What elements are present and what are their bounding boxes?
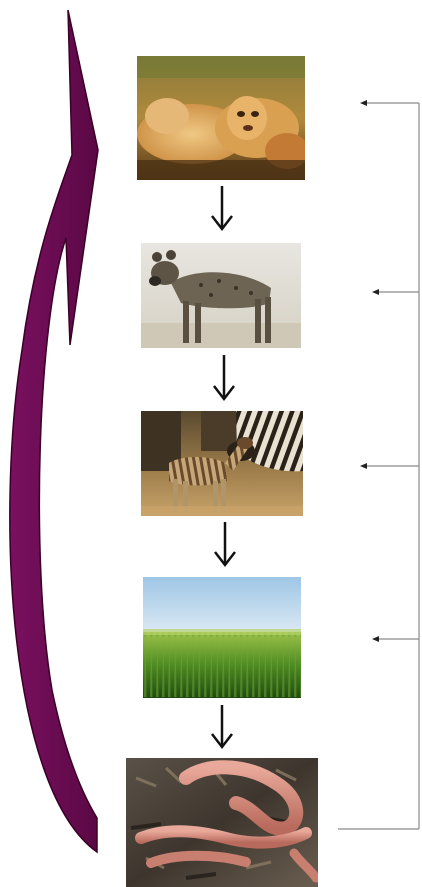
cycle-arrow [10,10,98,852]
flow-arrow-2 [214,355,234,399]
bracket-arrowheads [360,100,379,642]
earthworm-image [126,758,318,887]
decomposer-bracket [338,103,419,829]
flow-arrow-1 [212,186,232,229]
lions-image [137,56,309,180]
flow-arrow-4 [212,705,232,747]
grass-image [143,577,301,698]
zebra-image [141,411,303,516]
flow-arrow-3 [215,522,235,565]
hyena-image [141,243,301,348]
